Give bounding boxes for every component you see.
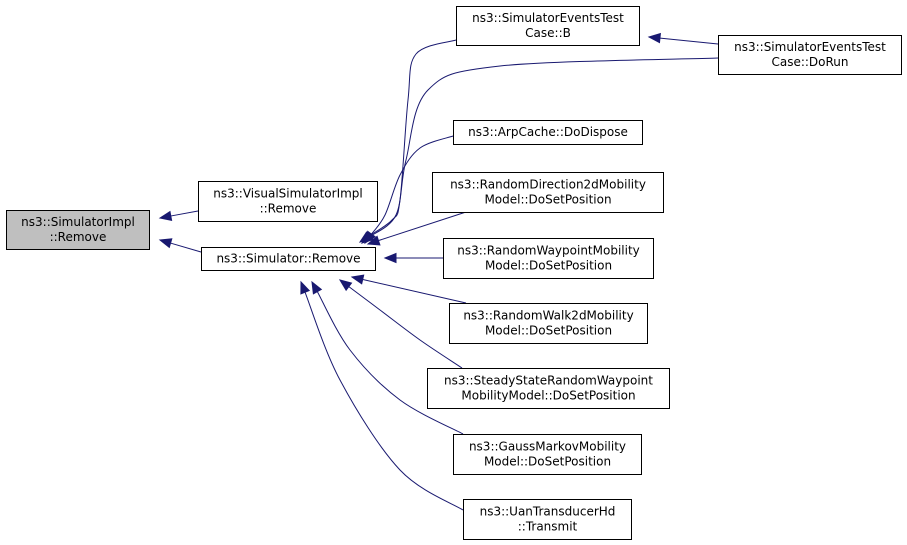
edge-randdir-to-sim_remove (366, 211, 467, 246)
edge-line (316, 290, 464, 435)
node-randwalk[interactable]: ns3::RandomWalk2dMobilityModel::DoSetPos… (449, 303, 648, 344)
node-layer: ns3::SimulatorImpl::Removens3::VisualSim… (6, 6, 902, 540)
node-box (198, 181, 378, 222)
node-box (453, 120, 643, 145)
edge-line (347, 285, 463, 369)
edge-gauss-to-sim_remove (311, 280, 464, 435)
node-label-line: ns3::RandomDirection2dMobility (450, 178, 646, 192)
edge-steady-to-sim_remove (338, 279, 463, 369)
edge-arrowhead (300, 280, 311, 295)
edge-events_dorun-to-sim_remove (360, 57, 719, 244)
node-arp-dispose[interactable]: ns3::ArpCache::DoDispose (453, 120, 643, 145)
node-box (443, 238, 654, 279)
edge-line (377, 211, 467, 242)
node-box (463, 499, 632, 540)
node-label-line: Case::B (525, 26, 571, 40)
edge-line (361, 278, 467, 304)
edge-arrowhead (311, 280, 323, 295)
node-label-line: ns3::SteadyStateRandomWaypoint (444, 374, 653, 388)
edge-arp_dispose-to-sim_remove (364, 135, 454, 245)
node-box (427, 368, 670, 409)
node-box (201, 247, 376, 271)
node-label-line: ns3::Simulator::Remove (216, 252, 360, 266)
edge-line (304, 291, 464, 511)
node-box (453, 434, 642, 475)
node-label-line: ns3::RandomWaypointMobility (457, 244, 640, 258)
node-label-line: Model::DoSetPosition (485, 259, 612, 273)
edge-line (169, 210, 199, 217)
edge-uan-to-sim_remove (300, 280, 464, 511)
node-visual-remove[interactable]: ns3::VisualSimulatorImpl::Remove (198, 181, 378, 222)
node-box (718, 35, 902, 75)
node-simimpl-remove[interactable]: ns3::SimulatorImpl::Remove (6, 210, 150, 250)
node-label-line: ns3::SimulatorEventsTest (472, 11, 624, 25)
edge-arrowhead (350, 274, 365, 285)
edge-line (658, 37, 719, 45)
edge-sim_remove-to-simimpl_remove (158, 238, 202, 253)
node-box (456, 6, 640, 46)
node-label-line: ns3::RandomWalk2dMobility (463, 309, 633, 323)
node-box (6, 210, 150, 250)
node-label-line: Case::DoRun (771, 55, 848, 69)
node-box (449, 303, 648, 344)
node-gauss[interactable]: ns3::GaussMarkovMobilityModel::DoSetPosi… (453, 434, 642, 475)
node-label-line: ::Remove (50, 230, 107, 244)
edge-line (169, 242, 202, 253)
node-sim-remove[interactable]: ns3::Simulator::Remove (201, 247, 376, 271)
node-label-line: ns3::SimulatorEventsTest (734, 40, 886, 54)
node-label-line: ns3::VisualSimulatorImpl (213, 187, 363, 201)
node-uan[interactable]: ns3::UanTransducerHd::Transmit (463, 499, 632, 540)
node-label-line: ::Transmit (518, 520, 578, 534)
node-label-line: MobilityModel::DoSetPosition (461, 389, 635, 403)
edge-layer (158, 32, 719, 511)
node-label-line: Model::DoSetPosition (484, 455, 611, 469)
edge-visual_remove-to-simimpl_remove (158, 210, 199, 222)
node-label-line: ns3::ArpCache::DoDispose (468, 125, 628, 139)
edge-arrowhead (647, 32, 661, 44)
edge-line (369, 57, 719, 238)
edge-randwp-to-sim_remove (383, 252, 443, 264)
node-randwp[interactable]: ns3::RandomWaypointMobilityModel::DoSetP… (443, 238, 654, 279)
edge-arrowhead (158, 238, 173, 249)
edge-line (367, 39, 457, 237)
node-randdir[interactable]: ns3::RandomDirection2dMobilityModel::DoS… (432, 172, 664, 213)
edge-arrowhead (158, 210, 173, 222)
edge-randwalk-to-sim_remove (350, 274, 467, 304)
node-label-line: Model::DoSetPosition (484, 193, 611, 207)
node-label-line: ::Remove (260, 202, 317, 216)
edge-events_dorun-to-events_b (647, 32, 719, 45)
edge-arrowhead (338, 279, 353, 292)
node-label-line: ns3::GaussMarkovMobility (469, 440, 626, 454)
node-label-line: ns3::SimulatorImpl (21, 215, 135, 229)
node-label-line: Model::DoSetPosition (485, 324, 612, 338)
edge-arrowhead (366, 235, 381, 246)
node-steady[interactable]: ns3::SteadyStateRandomWaypointMobilityMo… (427, 368, 670, 409)
edge-line (370, 135, 454, 236)
node-box (432, 172, 664, 213)
edge-arrowhead (364, 230, 376, 245)
node-label-line: ns3::UanTransducerHd (480, 505, 616, 519)
edge-arrowhead (383, 252, 397, 264)
